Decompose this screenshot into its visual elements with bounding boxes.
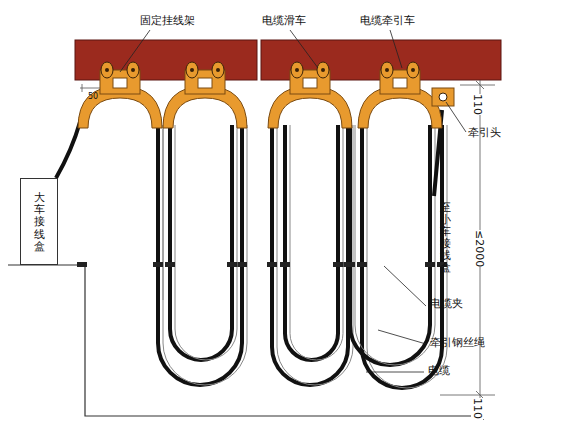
wire-rope [175,125,237,360]
trolley [358,62,442,128]
cable-clip [77,262,87,267]
cable [350,125,430,365]
part-name: 固定挂线架 [140,14,195,27]
wire-rope [290,125,343,360]
junction-box: 大车接线盒 [20,178,58,265]
cable-clip [345,262,355,267]
cable [272,125,348,385]
cable-clip [227,262,237,267]
cable-loops [56,110,447,388]
cable-clip [280,262,290,267]
cable-clip [267,262,277,267]
cable-clip [357,262,367,267]
cable-trolleys [78,62,454,128]
cable-clip [153,262,163,267]
wire-rope [163,125,247,385]
wire-rope [355,125,435,365]
box-label: 大车接线盒 [34,192,45,252]
cable [56,122,80,178]
leader-lines [120,30,466,372]
part-name: 电缆夹 [430,297,463,310]
cable-clip [237,262,247,267]
cable-clip [165,262,175,267]
part-name: 至小车接线盒 [440,202,451,275]
cable [285,125,338,360]
trolley [268,62,352,128]
part-name: 电缆牵引车 [360,14,415,27]
dimension: 110 [471,398,484,419]
dimension: 110 [471,94,484,115]
part-name: 电缆滑车 [262,14,306,27]
cable-clip [333,262,343,267]
part-name: 牵引钢丝绳 [430,336,485,349]
track-beam [75,40,257,80]
dimension-lines [80,80,495,420]
cable-clip [153,262,163,267]
cable-clip [425,262,435,267]
dimension: ≤2000 [473,230,486,267]
part-name: 牵引头 [468,126,501,139]
ground-outline [8,265,482,416]
part-name: 电缆 [428,364,450,377]
wire-rope [277,125,353,385]
dimension: 50 [88,92,98,102]
cable [158,125,242,385]
cable [170,125,232,360]
trolley [163,62,247,128]
